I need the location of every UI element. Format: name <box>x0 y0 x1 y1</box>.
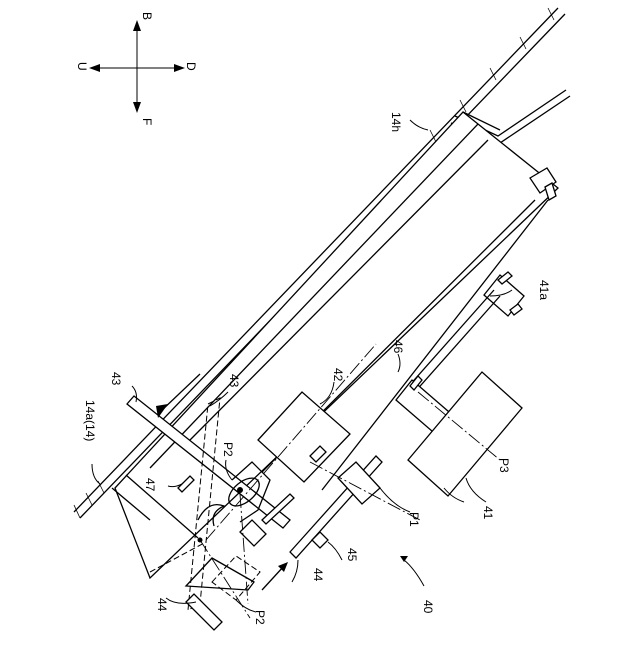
arrow-up-icon <box>133 20 141 31</box>
label-44-right: 44 <box>311 568 325 582</box>
direction-b: B <box>140 12 154 20</box>
label-43-solid: 43 <box>109 372 123 386</box>
label-p2-upper: P2 <box>221 442 235 457</box>
label-14h: 14h <box>389 112 403 132</box>
arrow-right-icon <box>174 64 185 72</box>
label-p3: P3 <box>497 458 511 473</box>
label-47: 47 <box>143 478 157 492</box>
label-42: 42 <box>331 368 345 382</box>
label-40: 40 <box>421 600 435 614</box>
arrow-down-icon <box>133 102 141 113</box>
label-14a: 14a(14) <box>83 400 97 441</box>
direction-d: D <box>184 62 198 71</box>
label-41a: 41a <box>537 280 551 300</box>
pivot-p2-upper <box>237 487 243 493</box>
label-43-dashed: 43 <box>227 374 241 388</box>
direction-compass: B F U D <box>75 12 198 125</box>
direction-f: F <box>140 118 154 125</box>
movement-arrow <box>262 562 288 590</box>
label-p2-lower: P2 <box>253 610 267 625</box>
leader-arrow-icon <box>400 556 408 562</box>
label-46: 46 <box>391 340 405 354</box>
label-44-left: 44 <box>155 598 169 612</box>
label-41: 41 <box>481 506 495 520</box>
arrow-left-icon <box>89 64 100 72</box>
label-p1: P1 <box>407 512 421 527</box>
label-45: 45 <box>345 548 359 562</box>
direction-u: U <box>75 62 89 71</box>
